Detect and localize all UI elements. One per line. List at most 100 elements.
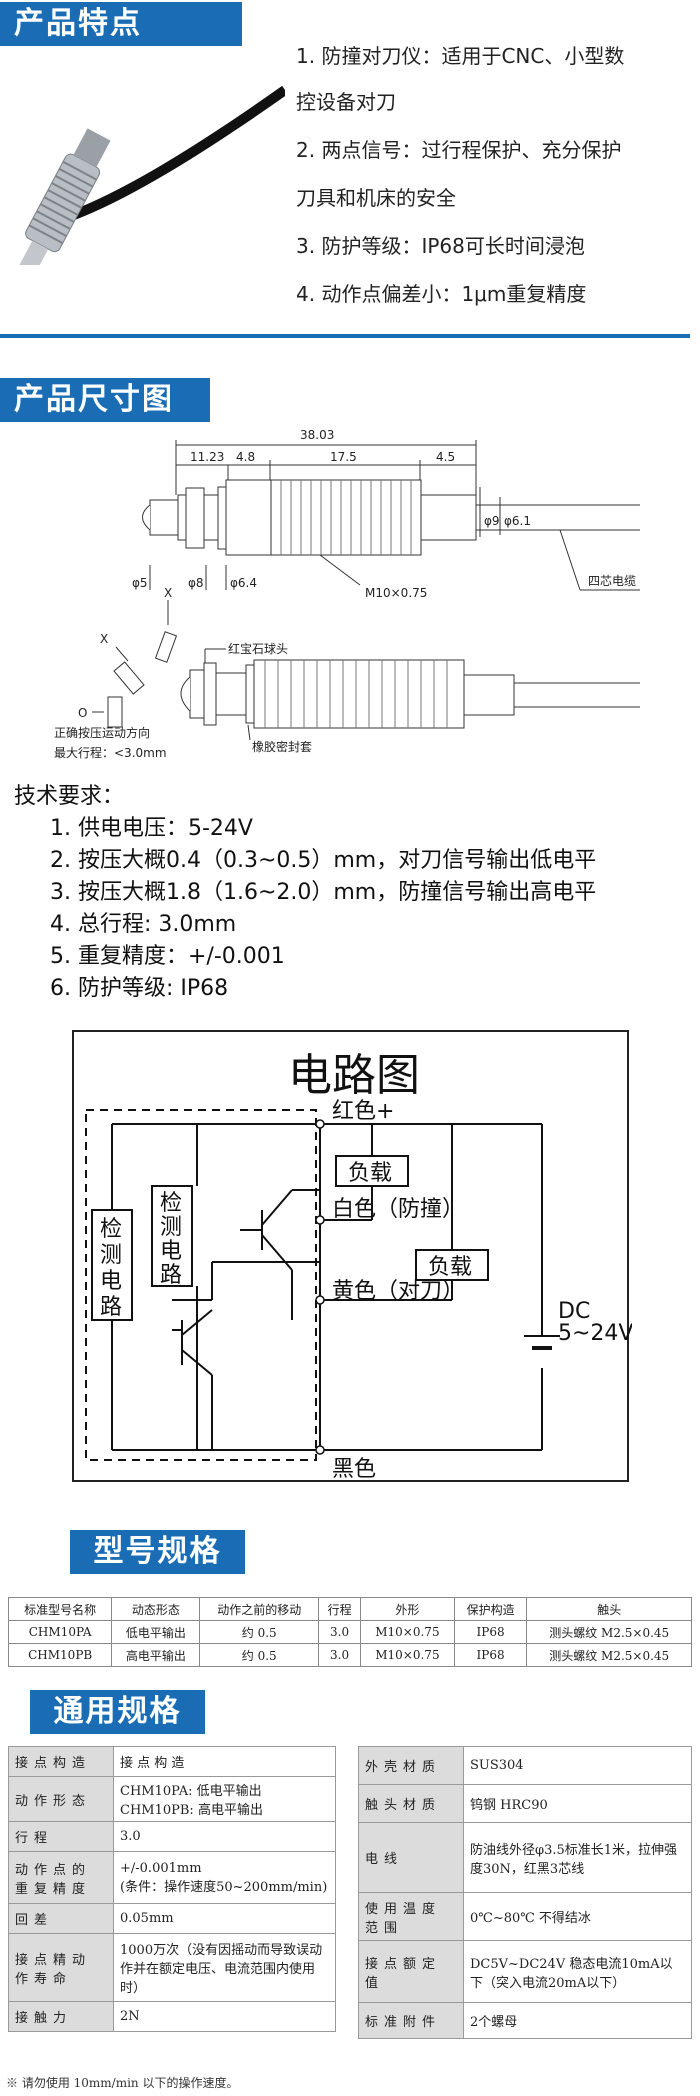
sensor-photo [18, 85, 285, 265]
feature-line: 3. 防护等级：IP68可长时间浸泡 [296, 234, 585, 258]
spec-key: 回差 [8, 1903, 114, 1934]
spec-key: 接触力 [8, 2001, 114, 2032]
label-max-stroke: 最大行程：<3.0mm [54, 745, 167, 760]
spec-value: 接 点 构 造 [113, 1746, 336, 1777]
dim-phi9: φ9 [484, 514, 500, 528]
dimension-drawing: 38.03 11.23 4.8 17.5 4.5 φ5 φ8 φ6.4 φ9 φ… [54, 428, 640, 760]
label-x-left: X [100, 632, 108, 646]
table-cell: 测头螺纹 M2.5×0.45 [526, 1620, 692, 1644]
spec-row: 回差 0.05mm [8, 1903, 336, 1934]
models-table: 标准型号名称 动态形态 动作之前的移动 行程 外形 保护构造 触头 CHM10P… [7, 1597, 692, 1667]
dim-2: 4.8 [236, 450, 255, 464]
table-row: CHM10PB 高电平输出 约 0.5 3.0 M10×0.75 IP68 测头… [7, 1643, 692, 1667]
label-x-top: X [164, 586, 172, 600]
table-cell: IP68 [453, 1643, 528, 1667]
table-header: 动态形态 [111, 1597, 201, 1621]
spec-value: 3.0 [113, 1821, 336, 1852]
load-label-1: 负载 [348, 1161, 392, 1186]
detect-right-char: 电 [160, 1239, 182, 1264]
spec-value: 钨钢 HRC90 [463, 1784, 692, 1823]
spec-row: 接触力 2N [8, 2001, 336, 2032]
dimensions-header: 产品尺寸图 [0, 378, 210, 422]
detect-left-char: 检 [100, 1217, 122, 1242]
dim-phi64: φ6.4 [230, 576, 257, 590]
spec-row: 触头材质 钨钢 HRC90 [358, 1784, 692, 1823]
spec-row: 标准附件 2个螺母 [358, 2002, 692, 2039]
tech-item: 2. 按压大概0.4（0.3~0.5）mm，对刀信号输出低电平 [50, 848, 597, 873]
spec-key: 使用温度范围 [358, 1892, 464, 1941]
spec-key: 接点额定值 [358, 1940, 464, 2003]
spec-value: 0.05mm [113, 1903, 336, 1934]
table-cell: M10×0.75 [360, 1620, 455, 1644]
table-cell: 3.0 [318, 1620, 362, 1644]
tech-item: 6. 防护等级: IP68 [50, 976, 229, 1001]
detect-left-char: 测 [100, 1243, 122, 1268]
load-box-1 [335, 1155, 409, 1187]
detect-right-char: 检 [160, 1191, 182, 1216]
spec-row: 动作点的重复精度 +/-0.001mm (条件：操作速度50~200mm/min… [8, 1851, 336, 1904]
spec-key: 行程 [8, 1821, 114, 1852]
table-cell: 3.0 [318, 1643, 362, 1667]
spec-value: +/-0.001mm (条件：操作速度50~200mm/min) [113, 1851, 336, 1904]
table-header: 动作之前的移动 [199, 1597, 320, 1621]
detect-right-char: 路 [160, 1263, 182, 1288]
dim-phi5: φ5 [132, 576, 148, 590]
feature-line: 4. 动作点偏差小：1μm重复精度 [296, 282, 587, 306]
spec-row: 接点额定值 DC5V~DC24V 稳态电流10mA以下（突入电流20mA以下） [358, 1940, 692, 2003]
tech-item: 3. 按压大概1.8（1.6~2.0）mm，防撞信号输出高电平 [50, 880, 597, 905]
speed-note: ※ 请勿使用 10mm/min 以下的操作速度。 [6, 2076, 239, 2090]
table-cell: 约 0.5 [199, 1620, 320, 1644]
spec-row: 使用温度范围 0℃~80℃ 不得结冰 [358, 1892, 692, 1941]
feature-line: 控设备对刀 [296, 90, 396, 114]
table-cell: 约 0.5 [199, 1643, 320, 1667]
dc-label: DC [558, 1299, 590, 1324]
label-ruby-ball: 红宝石球头 [228, 641, 288, 656]
spec-value: 2N [113, 2001, 336, 2032]
table-cell: CHM10PB [7, 1643, 113, 1667]
load-box-2 [415, 1249, 489, 1281]
spec-key: 动作点的重复精度 [8, 1851, 114, 1904]
spec-value: 2个螺母 [463, 2002, 692, 2039]
dim-4: 4.5 [436, 450, 455, 464]
spec-key: 触头材质 [358, 1784, 464, 1823]
general-spec-right: 外壳材质 SUS304 触头材质 钨钢 HRC90 电线 防油线外径φ3.5标准… [358, 1746, 692, 2039]
table-cell: 高电平输出 [111, 1643, 201, 1667]
dim-3: 17.5 [330, 450, 357, 464]
circuit-title: 电路图 [288, 1050, 420, 1101]
models-header: 型号规格 [70, 1530, 245, 1574]
spec-value: CHM10PA: 低电平输出 CHM10PB: 高电平输出 [113, 1776, 336, 1822]
load-label-2: 负载 [428, 1255, 472, 1280]
table-header: 保护构造 [453, 1597, 528, 1621]
spec-key: 标准附件 [358, 2002, 464, 2039]
spec-row: 外壳材质 SUS304 [358, 1746, 692, 1785]
label-rubber-seal: 橡胶密封套 [252, 739, 312, 754]
table-cell: 低电平输出 [111, 1620, 201, 1644]
table-row: CHM10PA 低电平输出 约 0.5 3.0 M10×0.75 IP68 测头… [7, 1620, 692, 1644]
table-cell: M10×0.75 [360, 1643, 455, 1667]
tech-heading: 技术要求： [14, 784, 125, 809]
spec-row: 接点精动作寿命 1000万次（没有因摇动而导致误动作并在额定电压、电流范围内使用… [8, 1933, 336, 2002]
table-cell: CHM10PA [7, 1620, 113, 1644]
spec-row: 接点构造 接 点 构 造 [8, 1746, 336, 1777]
spec-key: 电线 [358, 1822, 464, 1893]
dim-cable: 四芯电缆 [588, 574, 636, 588]
tech-item: 5. 重复精度：+/-0.001 [50, 944, 285, 969]
table-cell: 测头螺纹 M2.5×0.45 [526, 1643, 692, 1667]
detect-box-right [151, 1185, 193, 1287]
tech-item: 4. 总行程: 3.0mm [50, 912, 237, 937]
dc-voltage: 5~24V [558, 1321, 632, 1346]
detect-left-char: 电 [100, 1269, 122, 1294]
dim-total: 38.03 [300, 428, 334, 442]
table-header: 行程 [318, 1597, 362, 1621]
spec-value: DC5V~DC24V 稳态电流10mA以下（突入电流20mA以下） [463, 1940, 692, 2003]
table-header: 标准型号名称 [7, 1597, 113, 1621]
spec-row: 电线 防油线外径φ3.5标准长1米，拉伸强度30N，红黑3芯线 [358, 1822, 692, 1893]
spec-key: 外壳材质 [358, 1746, 464, 1785]
detect-box-left [91, 1209, 133, 1321]
feature-line: 2. 两点信号：过行程保护、充分保护 [296, 138, 622, 162]
wire-yellow: 黄色（对刀） [332, 1279, 464, 1304]
feature-line: 1. 防撞对刀仪：适用于CNC、小型数 [296, 44, 625, 68]
tech-item: 1. 供电电压：5-24V [50, 816, 253, 841]
spec-value: 1000万次（没有因摇动而导致误动作并在额定电压、电流范围内使用时） [113, 1933, 336, 2002]
dim-phi61: φ6.1 [504, 514, 531, 528]
